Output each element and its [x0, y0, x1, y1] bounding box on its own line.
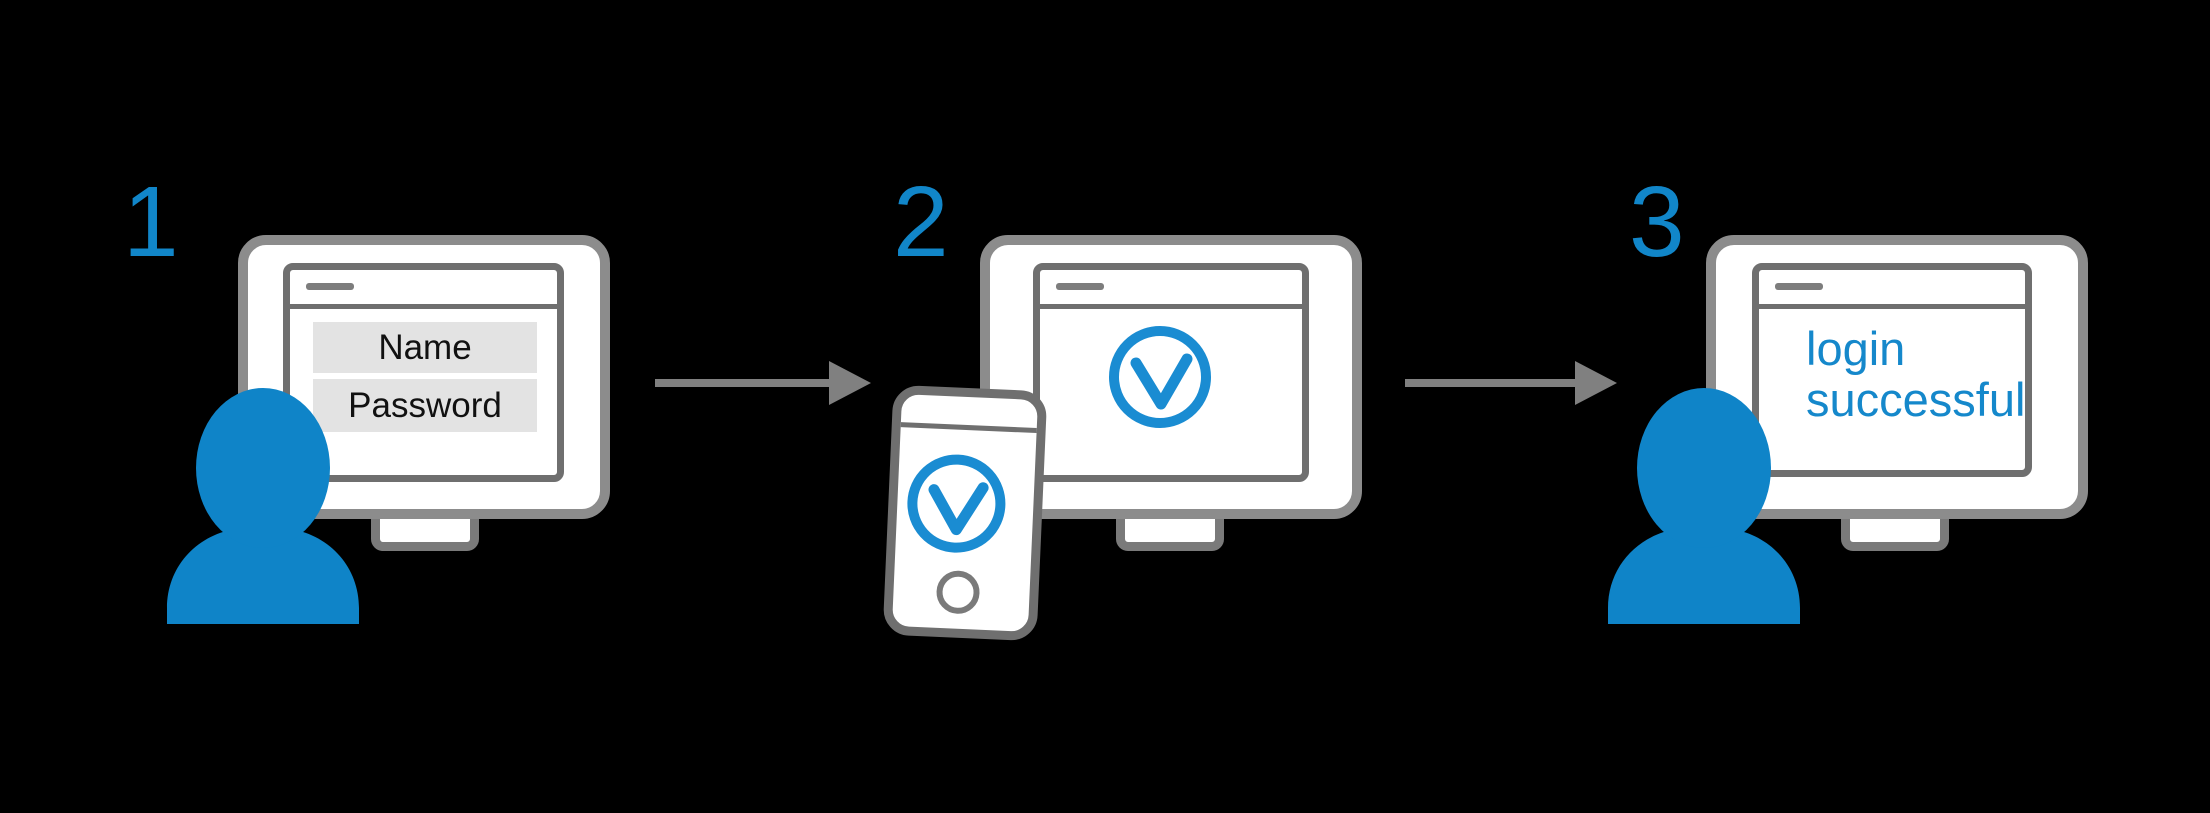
phone-home-button — [935, 569, 981, 615]
user-silhouette-icon — [167, 388, 359, 624]
arrow-shaft — [655, 379, 831, 387]
check-circle — [1109, 326, 1211, 428]
browser-window: login successful — [1752, 263, 2032, 477]
arrow-right-icon — [1575, 361, 1617, 405]
titlebar-dash-icon — [306, 283, 354, 290]
browser-titlebar — [1040, 270, 1302, 309]
check-circle — [907, 454, 1006, 553]
user-head — [1637, 388, 1771, 548]
arrow-right-icon — [829, 361, 871, 405]
arrow-shaft — [1405, 379, 1577, 387]
password-field: Password — [313, 379, 537, 432]
step-2-number: 2 — [893, 166, 949, 278]
login-status-line1: login — [1806, 322, 1906, 375]
browser-titlebar — [1759, 270, 2025, 309]
name-field: Name — [313, 322, 537, 373]
login-status-line2: successful — [1806, 373, 2026, 426]
user-shoulders — [1608, 529, 1800, 624]
check-mark — [1130, 353, 1193, 410]
step-1-number: 1 — [123, 166, 179, 278]
browser-titlebar — [290, 270, 557, 309]
login-status-text: login successful — [1806, 323, 2025, 425]
browser-window — [1033, 263, 1309, 482]
checkmark-circle-icon — [1109, 326, 1211, 428]
user-head — [196, 388, 330, 548]
user-silhouette-icon — [1608, 388, 1800, 624]
user-shoulders — [167, 529, 359, 624]
smartphone-icon — [882, 384, 1048, 642]
checkmark-circle-icon — [907, 454, 1006, 553]
titlebar-dash-icon — [1056, 283, 1104, 290]
titlebar-dash-icon — [1775, 283, 1823, 290]
phone-screen-divider — [900, 422, 1037, 434]
browser-window: Name Password — [283, 263, 564, 482]
step-3-number: 3 — [1629, 166, 1685, 278]
check-mark — [928, 482, 989, 536]
